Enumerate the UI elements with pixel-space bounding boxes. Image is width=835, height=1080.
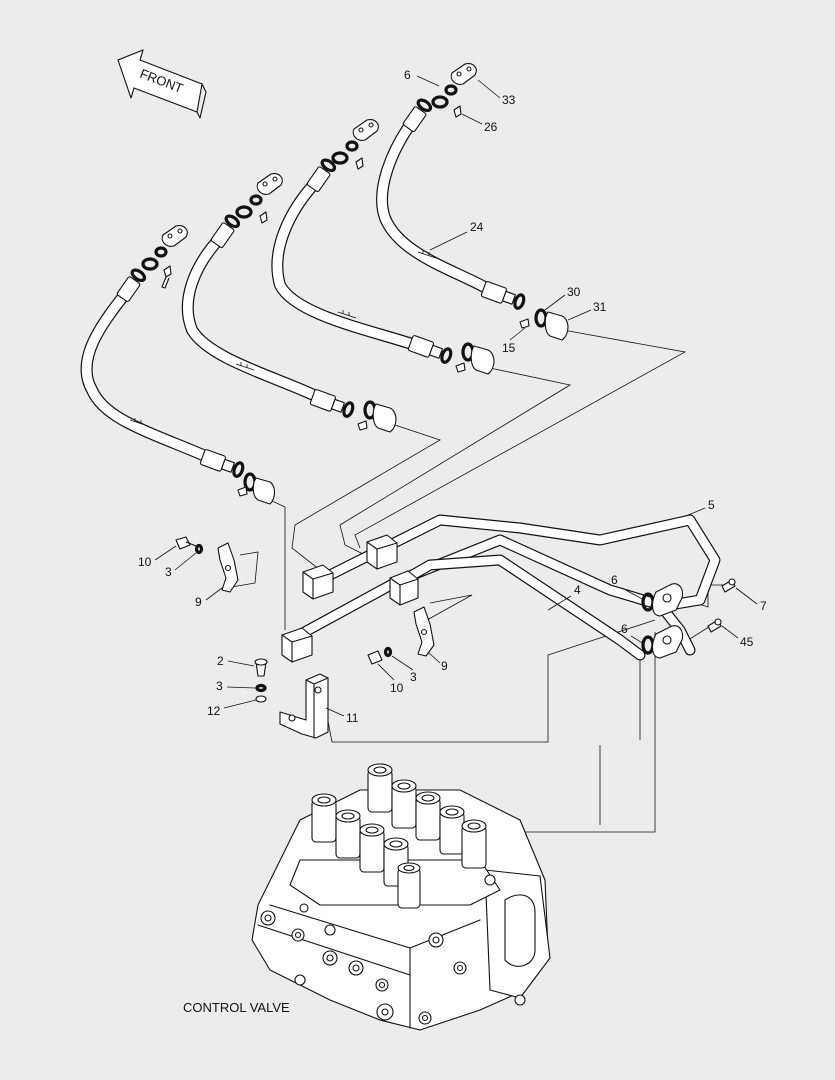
callout-3b: 3 xyxy=(216,679,223,693)
callout-15: 15 xyxy=(502,341,516,355)
callout-3c: 3 xyxy=(410,670,417,684)
upper-flanges xyxy=(141,63,477,289)
hoses xyxy=(80,116,496,464)
callout-7: 7 xyxy=(760,599,767,613)
clamps-and-bolts xyxy=(175,536,435,665)
pipe-end-flanges xyxy=(641,578,736,659)
leader-lines xyxy=(225,329,725,833)
control-valve-caption: CONTROL VALVE xyxy=(183,1000,290,1015)
callout-33: 33 xyxy=(502,93,516,107)
callout-26: 26 xyxy=(484,120,498,134)
callout-30: 30 xyxy=(567,285,581,299)
callout-6b: 6 xyxy=(611,573,618,587)
callout-2: 2 xyxy=(217,654,224,668)
callout-9b: 9 xyxy=(441,659,448,673)
callout-45: 45 xyxy=(740,635,754,649)
callout-5: 5 xyxy=(708,498,715,512)
bracket-assembly xyxy=(254,658,329,739)
hose-fittings-lower xyxy=(199,281,526,478)
callout-31: 31 xyxy=(593,300,607,314)
callout-12: 12 xyxy=(207,704,221,718)
callout-10b: 10 xyxy=(390,681,404,695)
callout-labels: 6 33 26 24 30 31 15 5 7 6 4 6 45 10 3 9 … xyxy=(138,68,767,725)
steel-pipes xyxy=(284,514,721,661)
lower-flanges xyxy=(237,308,569,505)
callout-11: 11 xyxy=(346,711,359,725)
callout-24: 24 xyxy=(470,220,484,234)
clamp-blocks xyxy=(281,534,419,663)
callout-10a: 10 xyxy=(138,555,152,569)
callout-6a: 6 xyxy=(404,68,411,82)
hose-fittings-upper xyxy=(116,98,433,302)
callout-4: 4 xyxy=(574,583,581,597)
callout-6c: 6 xyxy=(621,622,628,636)
front-arrow: FRONT xyxy=(117,49,207,119)
control-valve xyxy=(251,763,551,1031)
callout-9a: 9 xyxy=(195,595,202,609)
callout-3a: 3 xyxy=(165,565,172,579)
